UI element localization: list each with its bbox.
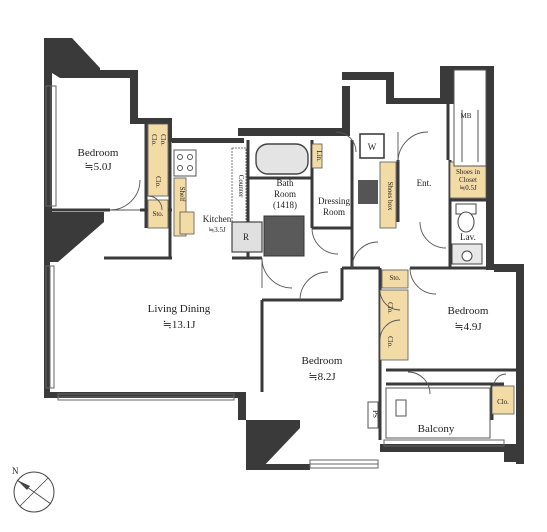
entrance-label: Ent. (417, 178, 432, 188)
closet-label-1: Clo. (150, 134, 158, 146)
room-size-bedroom-east: ≒4.9J (454, 321, 482, 333)
storage-east (381, 269, 409, 289)
room-size-kitchen: ≒3.5J (208, 226, 226, 234)
washer-icon (359, 133, 385, 159)
shoes-closet-size: ≒0.5J (459, 184, 477, 192)
dressing-unit (358, 180, 378, 204)
mb-area (453, 69, 487, 167)
room-name-balcony: Balcony (418, 423, 455, 435)
room-size-living: ≒13.1J (163, 319, 196, 331)
room-name-dressing-2: Room (323, 207, 345, 217)
room-size-bedroom-nw: ≒5.0J (84, 161, 112, 173)
closet-east-bedroom (379, 289, 409, 361)
room-code-bath: (1418) (273, 200, 297, 210)
shelf-label: Shelf (178, 187, 186, 202)
room-name-dressing-1: Dressing (318, 196, 350, 206)
room-name-bedroom-nw: Bedroom (78, 147, 119, 159)
refrigerator-icon (231, 221, 263, 253)
fixture-labels: Clo. Clo. Clo. Sto. Shelf Counter R Lin.… (150, 112, 509, 418)
exterior-walls (44, 38, 524, 470)
closet-label-3: Clo. (154, 176, 162, 188)
kitchen-sink-counter (179, 211, 195, 235)
closet-label-east-2: Clo. (386, 336, 394, 348)
closet-label-balcony: Clo. (497, 398, 509, 406)
unit-bath-block (263, 215, 305, 257)
counter-label: Counter (237, 175, 245, 198)
shoes-box (379, 161, 397, 229)
bathtub-icon (255, 143, 309, 175)
closet-balcony (491, 385, 515, 415)
doors (109, 131, 507, 395)
fixtures (173, 69, 491, 439)
refrigerator-label: R (243, 232, 249, 242)
lavatory-label: Lav. (460, 232, 476, 242)
washer-label: W (368, 142, 377, 152)
stove-icon (173, 149, 197, 177)
room-name-bedroom-east: Bedroom (448, 305, 489, 317)
linen-cupboard (311, 143, 323, 169)
closet-nw-bedroom (147, 123, 169, 197)
north-compass: N (12, 466, 55, 513)
room-name-living: Living Dining (148, 303, 211, 315)
shoes-closet-label-2: Closet (459, 176, 477, 184)
mb-label: MB (461, 112, 472, 120)
storage-label-east: Sto. (389, 274, 400, 282)
toilet-icon (457, 211, 475, 233)
shoes-closet-label-1: Shoes in (456, 168, 480, 176)
closet-label-east-1: Clo. (386, 302, 394, 314)
shoes-box-label: Shoes box (386, 182, 394, 211)
windows (45, 85, 505, 469)
pipe-shaft (367, 401, 379, 429)
storage-label-nw: Sto. (152, 210, 163, 218)
storage-areas (147, 123, 515, 415)
room-name-kitchen: Kitchen (203, 214, 232, 224)
room-name-bath-2: Room (274, 189, 296, 199)
compass-north-label: N (12, 466, 19, 476)
room-labels: Bedroom ≒5.0J Living Dining ≒13.1J Bedro… (78, 147, 489, 435)
pipe-shaft-label: PS (371, 410, 379, 418)
room-name-bedroom-center: Bedroom (302, 355, 343, 367)
room-size-bedroom-center: ≒8.2J (308, 371, 336, 383)
room-name-bath-1: Bath (277, 178, 294, 188)
shoes-in-closet (449, 161, 487, 199)
closet-label-2: Clo. (159, 134, 167, 146)
linen-label: Lin. (315, 150, 323, 162)
north-arrow-icon (17, 480, 30, 490)
